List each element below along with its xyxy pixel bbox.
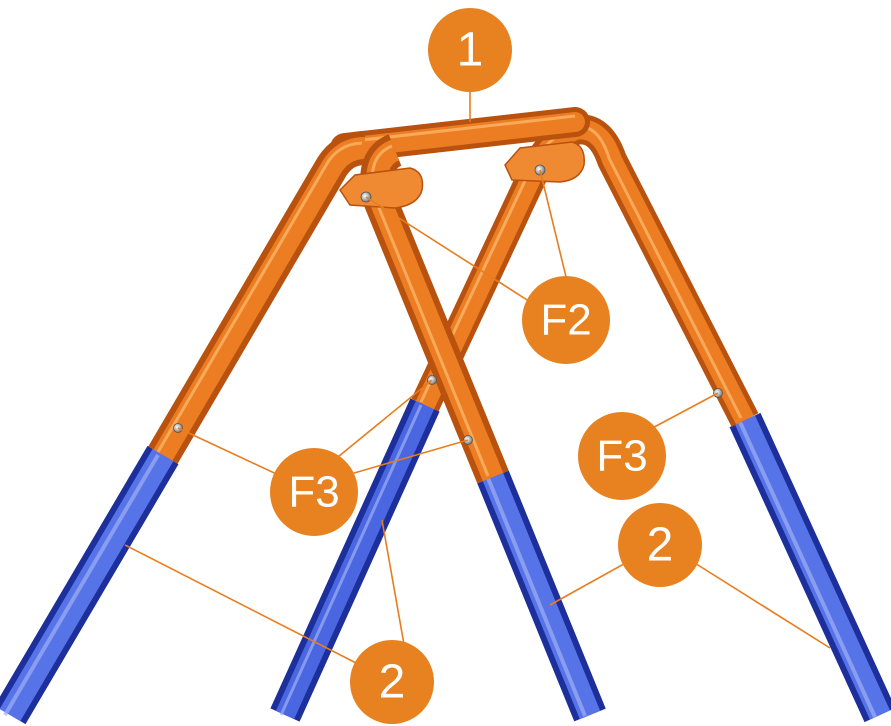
callout-f2: F2 xyxy=(522,276,610,364)
callout-f2-label: F2 xyxy=(540,296,591,345)
callout-1-label: 1 xyxy=(457,24,484,77)
frame-back-tube xyxy=(425,129,745,420)
callout-2-right: 2 xyxy=(618,503,702,587)
bracket-left xyxy=(340,168,423,208)
callout-f3-center: F3 xyxy=(270,448,358,536)
frame-orange xyxy=(158,116,745,477)
callout-f3-right-label: F3 xyxy=(596,432,647,481)
callout-2-left: 2 xyxy=(350,640,434,724)
callout-2-right-label: 2 xyxy=(647,519,674,572)
callout-f3-center-label: F3 xyxy=(288,468,339,517)
bracket-right xyxy=(505,142,584,182)
legs-blue xyxy=(5,405,880,717)
callout-2-left-label: 2 xyxy=(379,656,406,709)
callout-f3-right: F3 xyxy=(578,412,666,500)
callout-1: 1 xyxy=(428,8,512,92)
